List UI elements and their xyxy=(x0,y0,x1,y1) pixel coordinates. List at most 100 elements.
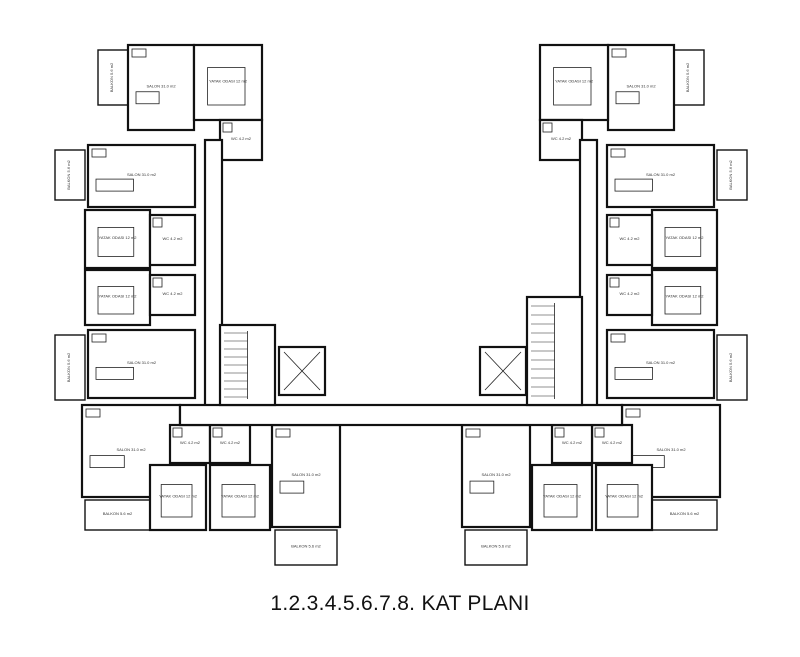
bed-icon xyxy=(543,484,578,518)
room-salon xyxy=(270,423,342,529)
room-label: YATAK ODASI 12 m2 xyxy=(209,79,248,84)
room-label: WC 4.2 m2 xyxy=(162,291,183,296)
room-yatak xyxy=(650,268,719,327)
sofa-icon xyxy=(279,480,305,494)
room-label: YATAK ODASI 12 m2 xyxy=(543,494,582,499)
bed-icon xyxy=(664,226,702,257)
room-label: WC 4.2 m2 xyxy=(162,236,183,241)
room-label: BALKON 5.6 m2 xyxy=(109,62,114,92)
room-label: YATAK ODASI 12 m2 xyxy=(665,294,704,299)
stove-icon xyxy=(275,428,291,438)
room-label: SALON 31.0 m2 xyxy=(291,472,321,477)
sofa-icon xyxy=(614,366,653,380)
room-balkon xyxy=(673,49,705,106)
sofa-icon xyxy=(615,91,640,105)
room-label: BALKON 5.6 m2 xyxy=(481,544,511,549)
room-wc xyxy=(148,213,197,267)
toilet-icon xyxy=(609,277,620,288)
stove-icon xyxy=(611,48,627,58)
room-yatak xyxy=(148,463,208,532)
room-yatak xyxy=(192,43,264,122)
bed-icon xyxy=(553,67,592,106)
room-label: BALKON 5.6 m2 xyxy=(66,159,71,189)
room-label: WC 4.2 m2 xyxy=(562,440,583,445)
bed-icon xyxy=(207,67,246,106)
sofa-icon xyxy=(89,455,125,469)
stove-icon xyxy=(131,48,147,58)
room-label: BALKON 5.6 m2 xyxy=(728,352,733,382)
room-label: SALON 31.0 m2 xyxy=(481,472,511,477)
stove-icon xyxy=(465,428,481,438)
room-yatak xyxy=(530,463,594,532)
room-label: WC 4.2 m2 xyxy=(551,136,572,141)
room-label: YATAK ODASI 12 m2 xyxy=(665,235,704,240)
bed-icon xyxy=(97,226,135,257)
stove-icon xyxy=(91,148,107,158)
room-label: BALKON 5.6 m2 xyxy=(670,511,700,516)
room-label: BALKON 5.6 m2 xyxy=(728,159,733,189)
room-yatak xyxy=(208,463,272,532)
toilet-icon xyxy=(554,427,565,438)
room-label: SALON 31.0 m2 xyxy=(646,360,676,365)
toilet-icon xyxy=(152,217,163,228)
bed-icon xyxy=(160,484,193,518)
room-label: SALON 31.0 m2 xyxy=(127,172,157,177)
toilet-icon xyxy=(222,122,233,133)
room-label: YATAK ODASI 12 m2 xyxy=(221,494,260,499)
room-label: SALON 31.0 m2 xyxy=(127,360,157,365)
corridor-bottom xyxy=(178,403,624,427)
room-label: BALKON 5.6 m2 xyxy=(103,511,133,516)
room-label: YATAK ODASI 12 m2 xyxy=(159,494,198,499)
room-label: YATAK ODASI 12 m2 xyxy=(98,235,137,240)
room-label: BALKON 5.6 m2 xyxy=(66,352,71,382)
bed-icon xyxy=(664,286,702,315)
toilet-icon xyxy=(172,427,183,438)
room-label: SALON 31.0 m2 xyxy=(146,84,176,89)
room-balkon xyxy=(54,334,86,401)
toilet-icon xyxy=(542,122,553,133)
room-label: SALON 31.0 m2 xyxy=(646,172,676,177)
room-label: YATAK ODASI 12 m2 xyxy=(555,79,594,84)
room-wc xyxy=(605,273,654,317)
elevator-cross xyxy=(484,351,522,391)
stove-icon xyxy=(610,333,626,343)
room-yatak xyxy=(538,43,610,122)
elevator-cross xyxy=(283,351,321,391)
room-label: YATAK ODASI 12 m2 xyxy=(98,294,137,299)
room-salon xyxy=(126,43,196,132)
toilet-icon xyxy=(152,277,163,288)
stove-icon xyxy=(91,333,107,343)
room-salon xyxy=(606,43,676,132)
room-label: YATAK ODASI 12 m2 xyxy=(605,494,644,499)
room-balkon xyxy=(464,529,528,566)
room-label: SALON 31.0 m2 xyxy=(116,447,146,452)
room-label: BALKON 5.6 m2 xyxy=(291,544,321,549)
room-wc xyxy=(605,213,654,267)
room-yatak xyxy=(594,463,654,532)
toilet-icon xyxy=(212,427,223,438)
room-label: WC 4.2 m2 xyxy=(180,440,201,445)
room-label: WC 4.2 m2 xyxy=(231,136,252,141)
sofa-icon xyxy=(95,178,134,192)
room-balkon xyxy=(84,499,151,531)
room-label: WC 4.2 m2 xyxy=(619,291,640,296)
room-yatak xyxy=(83,208,152,270)
sofa-icon xyxy=(469,480,495,494)
room-label: SALON 31.0 m2 xyxy=(626,84,656,89)
bed-icon xyxy=(97,286,135,315)
room-label: WC 4.2 m2 xyxy=(602,440,623,445)
room-balkon xyxy=(54,149,86,201)
room-wc xyxy=(550,423,594,465)
room-label: SALON 31.0 m2 xyxy=(656,447,686,452)
room-yatak xyxy=(83,268,152,327)
stove-icon xyxy=(85,408,101,418)
sofa-icon xyxy=(135,91,160,105)
stove-icon xyxy=(610,148,626,158)
room-label: WC 4.2 m2 xyxy=(619,236,640,241)
sofa-icon xyxy=(95,366,134,380)
room-balkon xyxy=(716,334,748,401)
bed-icon xyxy=(221,484,256,518)
room-balkon xyxy=(97,49,129,106)
